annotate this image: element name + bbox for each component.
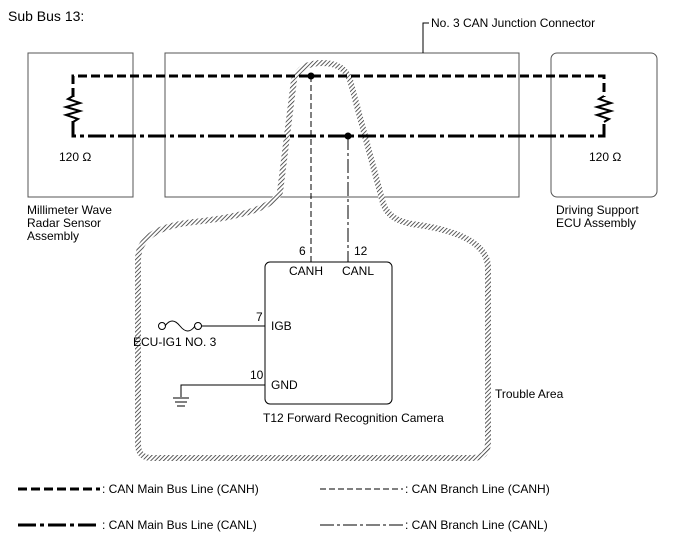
pin-number-gnd: 10 — [250, 368, 264, 382]
left-name-line-3: Assembly — [27, 229, 79, 243]
left-resistance-label: 120 Ω — [59, 150, 91, 164]
camera-name: T12 Forward Recognition Camera — [263, 411, 444, 425]
left-resistor — [62, 95, 84, 123]
pin-label-canh: CANH — [289, 264, 323, 278]
junction-connector-label: No. 3 CAN Junction Connector — [431, 16, 595, 30]
pin-number-igb: 7 — [256, 310, 263, 324]
fuse-icon — [164, 320, 196, 332]
pin-label-igb: IGB — [271, 319, 292, 333]
legend-branch-canl-label: : CAN Branch Line (CANL) — [405, 518, 548, 532]
legend-main-canl-label: : CAN Main Bus Line (CANL) — [102, 518, 257, 532]
fuse-terminal-right — [194, 322, 202, 330]
pin-number-canh: 6 — [299, 244, 306, 258]
right-component-name: Driving Support ECU Assembly — [556, 203, 642, 230]
trouble-area-label: Trouble Area — [495, 387, 564, 401]
left-name-line-1: Millimeter Wave — [27, 203, 112, 217]
fuse-terminal-left — [158, 322, 166, 330]
canh-main-bus-line — [71, 74, 606, 97]
left-name-line-2: Radar Sensor — [27, 216, 101, 230]
camera-box — [264, 261, 393, 405]
fuse-label: ECU-IG1 NO. 3 — [133, 335, 217, 349]
right-resistance-label: 120 Ω — [589, 150, 621, 164]
right-component-box — [550, 52, 658, 198]
left-component-box — [27, 52, 134, 198]
right-name-line-2: ECU Assembly — [556, 216, 636, 230]
diagram-title: Sub Bus 13: — [8, 8, 84, 24]
canl-main-bus-line — [71, 121, 606, 138]
gnd-wire — [180, 384, 265, 397]
pin-label-gnd: GND — [271, 378, 298, 392]
right-name-line-1: Driving Support — [556, 203, 639, 217]
left-component-name: Millimeter Wave Radar Sensor Assembly — [27, 203, 115, 243]
legend-main-canh-label: : CAN Main Bus Line (CANH) — [102, 482, 259, 496]
legend-branch-canh-label: : CAN Branch Line (CANH) — [405, 482, 550, 496]
junction-connector-box — [164, 52, 520, 198]
pin-number-canl: 12 — [354, 244, 368, 258]
junction-leader-line — [422, 22, 429, 53]
right-resistor — [593, 95, 615, 123]
pin-label-canl: CANL — [342, 264, 374, 278]
trouble-area-outline — [135, 59, 491, 461]
